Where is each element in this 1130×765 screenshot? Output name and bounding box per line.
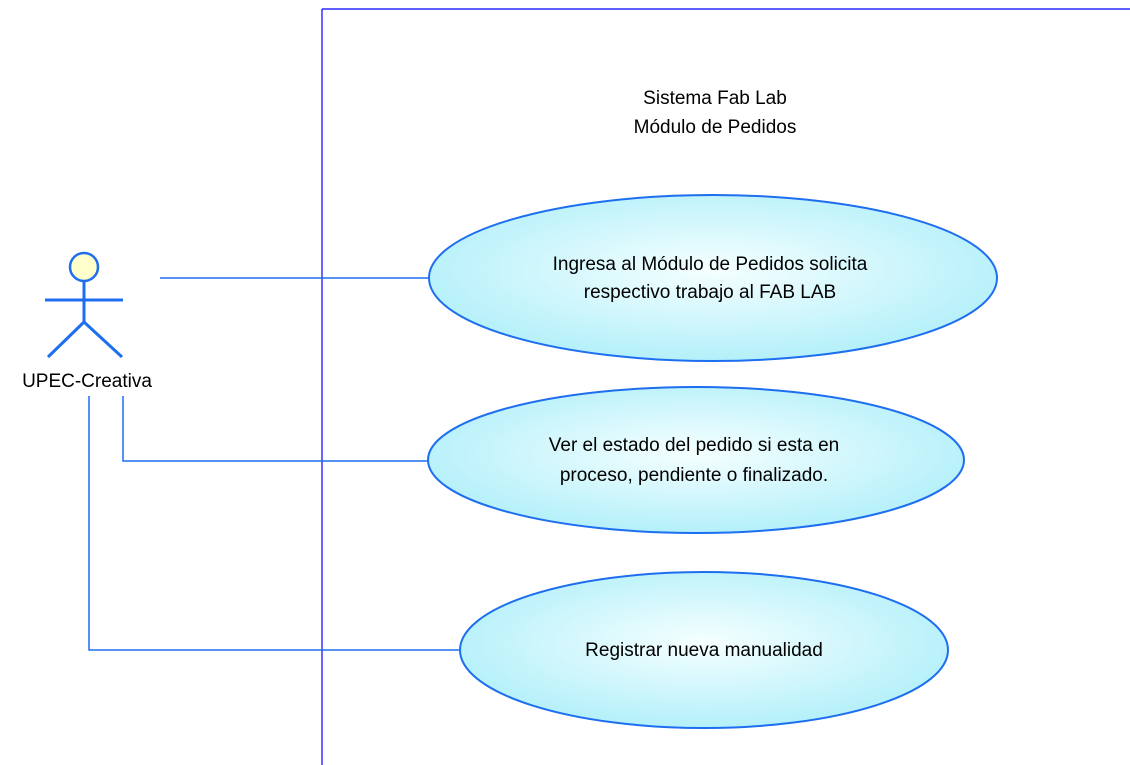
actor-right-leg-icon [82,320,124,359]
actor-upec-creativa[interactable]: UPEC-Creativa [22,251,152,392]
use-case-ver-estado[interactable]: Ver el estado del pedido si esta en proc… [427,386,965,534]
system-title-line-2: Módulo de Pedidos [634,117,797,138]
actor-head-icon [68,251,100,283]
use-case-label-line-2: proceso, pendiente o finalizado. [560,465,828,486]
use-case-label-line-1: Registrar nueva manualidad [585,640,823,661]
system-boundary[interactable] [321,8,1130,765]
actor-name: UPEC-Creativa [22,371,152,392]
use-case-label-line-1: Ver el estado del pedido si esta en [549,435,839,456]
association-registrar[interactable] [88,396,460,651]
use-case-ellipse [428,194,998,362]
use-case-ellipse [459,571,949,729]
association-ver-estado[interactable] [122,396,430,462]
use-case-ellipse [427,386,965,534]
actor-left-leg-icon [46,320,86,359]
use-case-label-line-2: respectivo trabajo al FAB LAB [584,282,836,303]
system-title-line-1: Sistema Fab Lab [643,88,787,109]
associations [88,277,460,651]
use-case-label-line-1: Ingresa al Módulo de Pedidos solicita [553,254,868,275]
use-case-registrar-manualidad[interactable]: Registrar nueva manualidad [459,571,949,729]
use-case-ingresa-modulo[interactable]: Ingresa al Módulo de Pedidos solicita re… [428,194,998,362]
